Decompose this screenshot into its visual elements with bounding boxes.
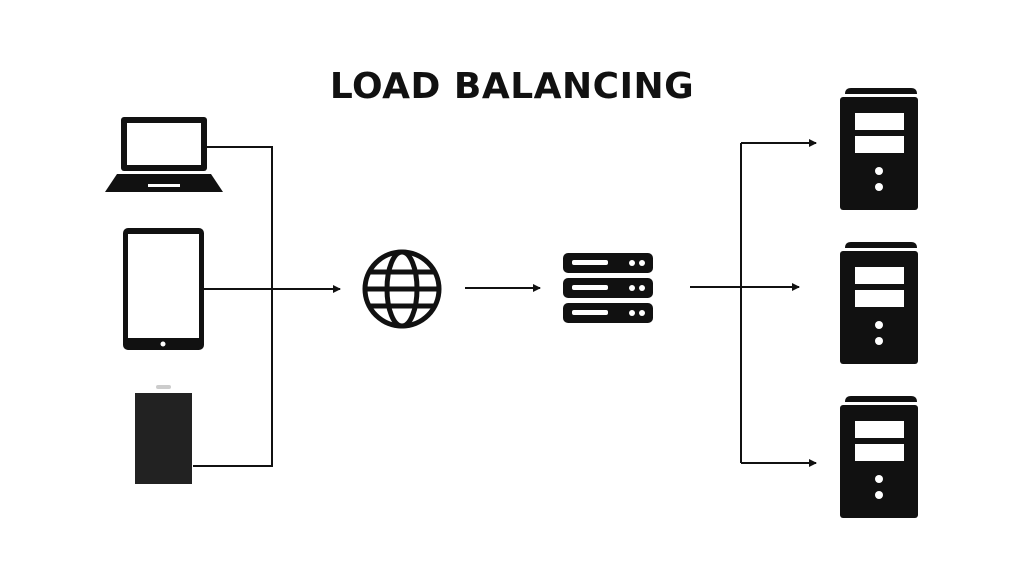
client-connectors (193, 146, 341, 467)
laptop-icon (105, 117, 223, 192)
server-connectors (690, 139, 817, 467)
globe-icon (362, 249, 442, 329)
laptop-connector (193, 146, 273, 467)
phone-icon (135, 385, 192, 484)
load-balancer-icon (563, 253, 653, 323)
tablet-icon (123, 228, 204, 350)
server-tower-icon (840, 242, 918, 364)
server-tower-icon (840, 88, 918, 210)
diagram-title: LOAD BALANCING (329, 66, 695, 107)
server-tower-icon (840, 396, 918, 518)
